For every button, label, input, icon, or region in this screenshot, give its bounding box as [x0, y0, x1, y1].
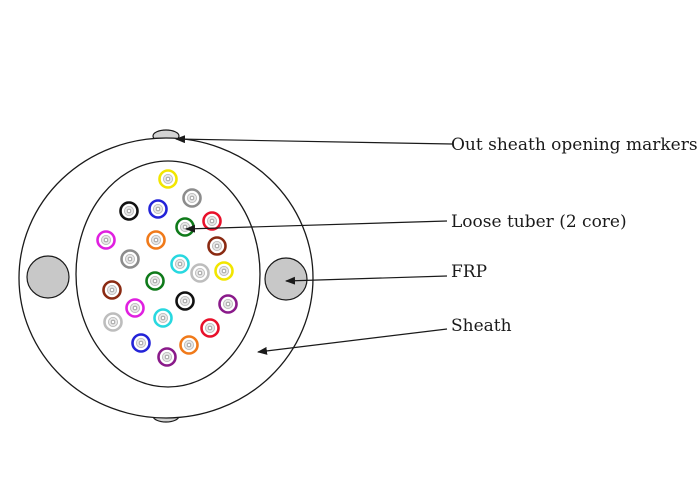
- loose-tube-brown-2: [102, 280, 122, 300]
- fiber-center: [127, 256, 133, 262]
- loose-tube-red-1: [202, 211, 222, 231]
- callout-line-tuber: [185, 220, 448, 233]
- loose-tube-magenta-1: [96, 230, 116, 250]
- loose-tube-green-1: [175, 217, 195, 237]
- fiber-center: [221, 268, 227, 274]
- fiber-center: [110, 319, 116, 325]
- callout-line-frp: [285, 275, 448, 285]
- loose-tube-purple-2: [157, 347, 177, 367]
- loose-tubes-group: [96, 169, 238, 367]
- callout-line-sheath: [257, 328, 448, 355]
- fiber-center: [225, 301, 231, 307]
- frp-right: [264, 257, 308, 301]
- fiber-center: [186, 342, 192, 348]
- label-frp: FRP: [451, 262, 487, 282]
- loose-tube-lightgray-1: [190, 263, 210, 283]
- label-opening-markers: Out sheath opening markers: [451, 135, 698, 155]
- loose-tube-cyan-1: [170, 254, 190, 274]
- fiber-center: [138, 340, 144, 346]
- fiber-center: [189, 195, 195, 201]
- loose-tube-lightgray-2: [103, 312, 123, 332]
- loose-tube-cyan-2: [153, 308, 173, 328]
- fiber-center: [132, 305, 138, 311]
- fiber-center: [207, 325, 213, 331]
- fiber-center: [109, 287, 115, 293]
- loose-tube-black-2: [175, 291, 195, 311]
- fiber-center: [160, 315, 166, 321]
- loose-tube-black-1: [119, 201, 139, 221]
- loose-tube-purple-1: [218, 294, 238, 314]
- loose-tube-green-2: [145, 271, 165, 291]
- loose-tube-orange-2: [179, 335, 199, 355]
- fiber-center: [209, 218, 215, 224]
- loose-tube-gray-2: [120, 249, 140, 269]
- callout-line-markers: [175, 135, 453, 145]
- fiber-center: [126, 208, 132, 214]
- loose-tube-yellow-2: [214, 261, 234, 281]
- fiber-center: [177, 261, 183, 267]
- loose-tube-gray-1: [182, 188, 202, 208]
- fiber-center: [103, 237, 109, 243]
- loose-tube-magenta-2: [125, 298, 145, 318]
- fiber-center: [165, 176, 171, 182]
- loose-tube-brown-1: [207, 236, 227, 256]
- loose-tube-blue-1: [148, 199, 168, 219]
- fiber-center: [182, 224, 188, 230]
- fiber-center: [164, 354, 170, 360]
- label-loose-tuber: Loose tuber (2 core): [451, 212, 627, 232]
- loose-tube-yellow-top: [158, 169, 178, 189]
- fiber-center: [153, 237, 159, 243]
- label-sheath: Sheath: [451, 316, 512, 336]
- fiber-center: [155, 206, 161, 212]
- fiber-center: [152, 278, 158, 284]
- loose-tube-blue-2: [131, 333, 151, 353]
- frp-left: [26, 255, 70, 299]
- fiber-center: [197, 270, 203, 276]
- loose-tube-red-2: [200, 318, 220, 338]
- fiber-center: [214, 243, 220, 249]
- loose-tube-orange-1: [146, 230, 166, 250]
- fiber-center: [182, 298, 188, 304]
